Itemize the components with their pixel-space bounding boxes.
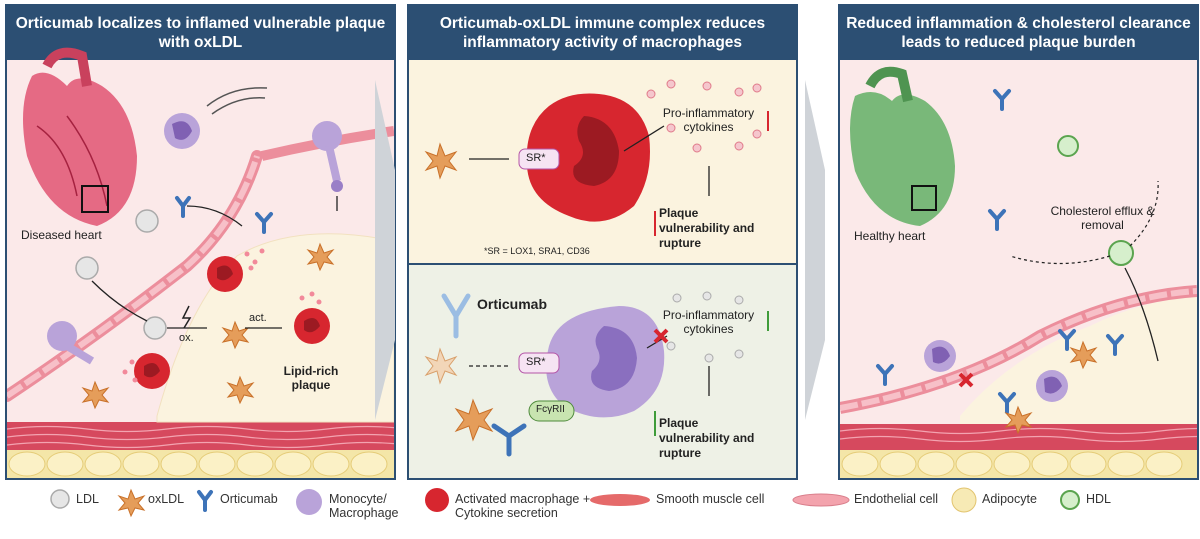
- legend-smooth-muscle: Smooth muscle cell: [656, 492, 765, 506]
- legend-activated: Activated macrophage + Cytokine secretio…: [455, 492, 591, 520]
- legend-icons: [50, 487, 1080, 518]
- orticumab-icon: [441, 293, 471, 339]
- legend-orticumab: Orticumab: [220, 492, 278, 506]
- fcyrii-label: FcγRII: [536, 404, 565, 415]
- lipid-rich-plaque-label: Lipid-rich plaque: [283, 364, 339, 392]
- orticumab-icon: [197, 490, 213, 512]
- fcgrii-receptor: [528, 400, 575, 422]
- activated-macrophage-icon: [425, 488, 449, 512]
- scavenger-receptor: [518, 148, 560, 170]
- vulnerability-label-2: Plaque vulnerability and rupture: [659, 416, 755, 460]
- oxidation-label: ox.: [179, 332, 194, 344]
- oxldl-icon: [1004, 340, 1098, 435]
- sr-label: SR*: [526, 152, 546, 164]
- legend-ldl: LDL: [76, 492, 99, 506]
- sr-footnote: *SR = LOX1, SRA1, CD36: [484, 246, 590, 256]
- sr-label-2: SR*: [526, 356, 546, 368]
- panel-reduced-burden: Reduced inflammation & cholesterol clear…: [838, 4, 1199, 480]
- oxldl-icon: [424, 142, 458, 180]
- ldl-icon: [50, 489, 70, 509]
- proinflammatory-label: Pro-inflammatory cytokines: [662, 106, 755, 134]
- orticumab-label: Orticumab: [477, 296, 548, 312]
- legend-adipocyte: Adipocyte: [982, 492, 1037, 506]
- adipocyte-icon: [951, 487, 977, 513]
- legend-oxldl: oxLDL: [148, 492, 185, 506]
- block-icon: [653, 328, 669, 344]
- hdl-icon: [1057, 135, 1079, 157]
- healthy-heart-label: Healthy heart: [854, 229, 926, 243]
- proinflammatory-label-2: Pro-inflammatory cytokines: [662, 308, 755, 336]
- panel1-illustration: [7, 47, 394, 478]
- monocyte-icon: [924, 340, 956, 372]
- monocyte-icon: [1036, 370, 1068, 402]
- scavenger-receptor: [518, 352, 560, 374]
- activation-label: act.: [249, 312, 267, 324]
- monocyte-icon: [164, 113, 200, 149]
- orticumab-icon: [491, 423, 527, 457]
- vulnerability-label: Plaque vulnerability and rupture: [659, 206, 755, 250]
- hdl-icon: [1060, 490, 1080, 510]
- monocyte-icon: [312, 121, 343, 192]
- oxldl-icon: [454, 398, 494, 442]
- legend: LDL oxLDL Orticumab Monocyte/ Macrophage…: [0, 482, 1200, 532]
- activated-macrophage-icon: [207, 256, 243, 292]
- diseased-heart-icon: [23, 47, 137, 227]
- monocyte-icon: [47, 321, 95, 365]
- ldl-icon: [143, 316, 167, 340]
- oxldl-icon: [117, 488, 146, 518]
- hdl-icon: [1108, 240, 1134, 266]
- panel3-illustration: [840, 66, 1197, 478]
- legend-endothelial: Endothelial cell: [854, 492, 939, 506]
- diseased-heart-label: Diseased heart: [21, 228, 102, 242]
- activated-macrophage-icon: [294, 308, 330, 344]
- ldl-icon: [135, 209, 159, 233]
- oxldl-icon: [424, 347, 458, 385]
- activated-macrophage-icon: [134, 353, 170, 389]
- block-icon: [958, 372, 974, 388]
- endothelial-cell-icon: [792, 493, 850, 507]
- cholesterol-efflux-label: Cholesterol efflux & removal: [1050, 204, 1155, 232]
- monocyte-icon: [296, 489, 322, 515]
- panel2-title: Orticumab-oxLDL immune complex reduces i…: [409, 6, 796, 60]
- panel3-title: Reduced inflammation & cholesterol clear…: [840, 6, 1197, 60]
- panel2-illustration: [409, 79, 796, 478]
- smooth-muscle-cell-icon: [590, 494, 650, 506]
- panel-plaque-localization: Orticumab localizes to inflamed vulnerab…: [5, 4, 396, 480]
- legend-hdl: HDL: [1086, 492, 1112, 506]
- lightning-icon: [181, 305, 192, 329]
- legend-monocyte: Monocyte/ Macrophage: [329, 492, 399, 520]
- orticumab-icon: [876, 89, 1124, 414]
- oxldl-icon: [81, 242, 335, 410]
- ldl-icon: [75, 256, 99, 280]
- orticumab-icon: [175, 196, 273, 234]
- panel-immune-complex: Orticumab-oxLDL immune complex reduces i…: [407, 4, 798, 480]
- healthy-heart-icon: [850, 66, 955, 226]
